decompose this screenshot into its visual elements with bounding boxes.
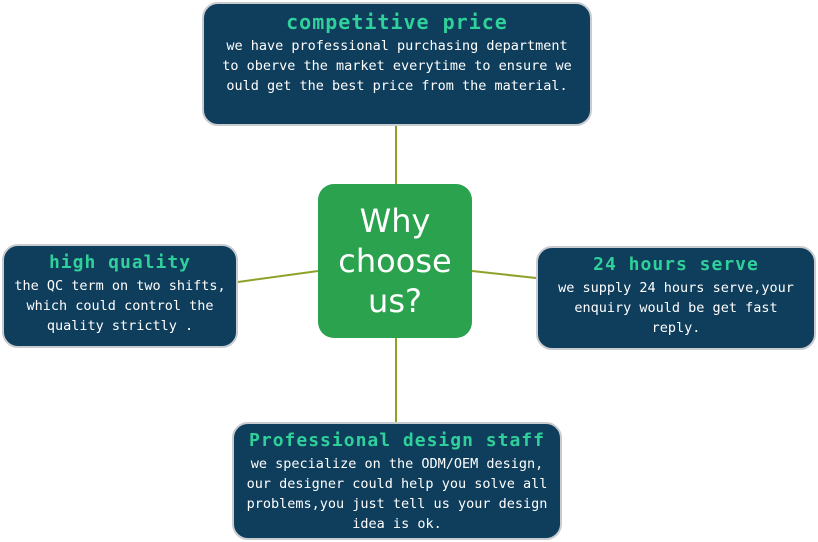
top-box-competitive-price: competitive price we have professional p… [202,2,592,126]
left-box-title: high quality [48,252,192,273]
connector-left [237,270,319,283]
top-box-body: we have professional purchasing departme… [222,38,572,94]
bottom-box-title: Professional design staff [249,430,545,451]
right-box-24-hours-serve: 24 hours serve we supply 24 hours serve,… [536,246,816,350]
left-box-high-quality: high quality the QC term on two shifts, … [2,244,238,348]
bottom-box-professional-design-staff: Professional design staff we specialize … [232,422,562,540]
right-box-body: we supply 24 hours serve,your enquiry wo… [558,279,794,336]
center-why-choose-us: Why choose us? [318,184,472,338]
top-box-title: competitive price [286,10,508,34]
connector-right [471,270,537,279]
left-box-body: the QC term on two shifts, which could c… [14,277,226,334]
bottom-box-body: we specialize on the ODM/OEM design, our… [246,455,548,532]
right-box-title: 24 hours serve [593,254,759,275]
